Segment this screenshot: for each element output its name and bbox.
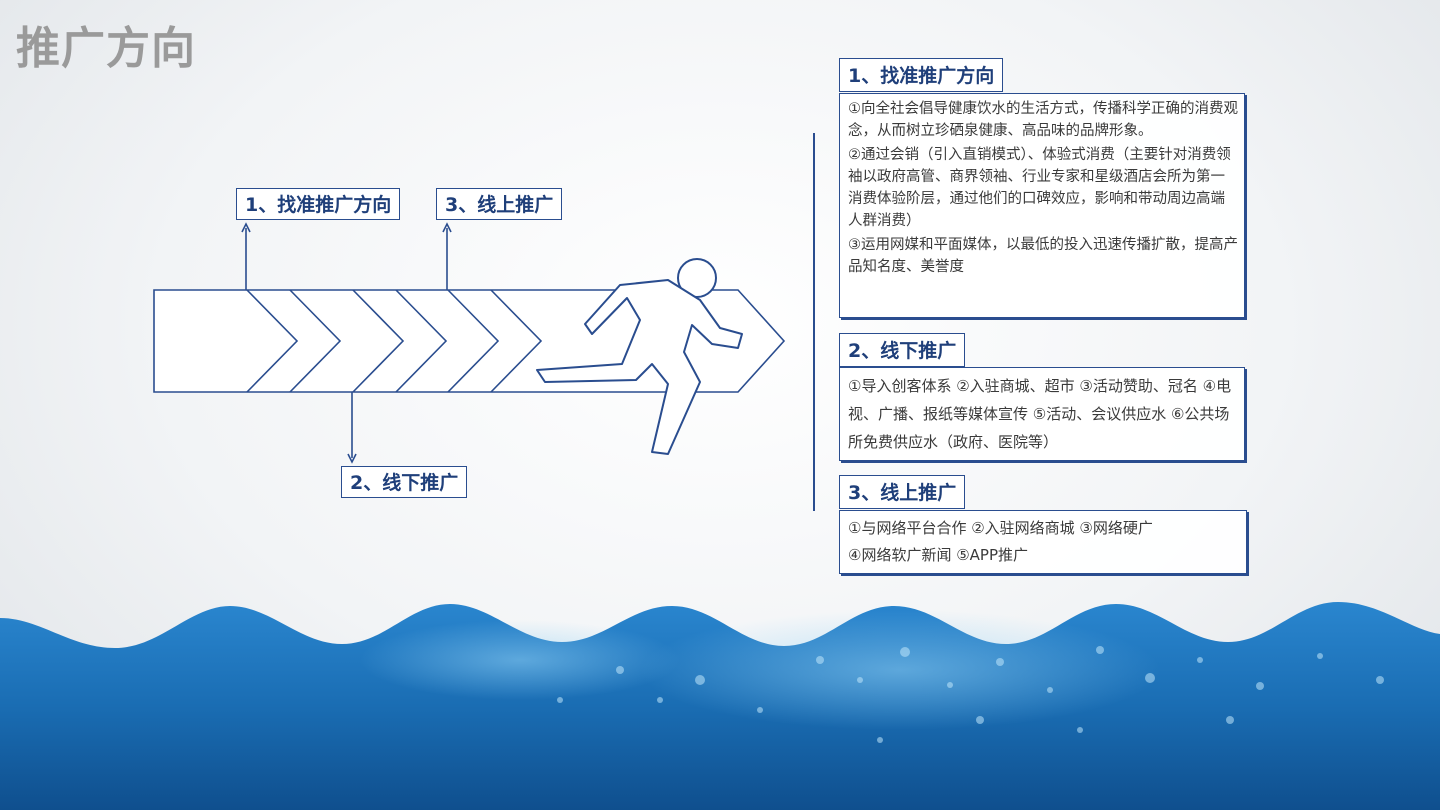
section2-text: ①导入创客体系 ②入驻商城、超市 ③活动赞助、冠名 ④电视、广播、报纸等媒体宣传… [848,377,1232,451]
section1-title: 1、找准推广方向 [839,58,1004,92]
section3-line-2: ④网络软广新闻 ⑤APP推广 [848,546,1029,564]
chevron-1 [246,289,299,393]
divider-line [813,133,815,511]
section1-paragraph-1: ①向全社会倡导健康饮水的生活方式，传播科学正确的消费观念，从而树立珍硒泉健康、高… [848,101,1238,139]
section1-box: ①向全社会倡导健康饮水的生活方式，传播科学正确的消费观念，从而树立珍硒泉健康、高… [839,93,1245,318]
chevron-2 [289,289,342,393]
diagram-label-targeting: 1、找准推广方向 [236,188,401,220]
chevron-4 [395,289,448,393]
section1-paragraph-2: ②通过会销（引入直销模式）、体验式消费（主要针对消费领袖以政府高管、商界领袖、行… [848,147,1231,229]
section3-line-1: ①与网络平台合作 ②入驻网络商城 ③网络硬广 [848,519,1153,537]
water-wave-background [0,602,1440,810]
section2-title: 2、线下推广 [839,333,966,367]
section2-box: ①导入创客体系 ②入驻商城、超市 ③活动赞助、冠名 ④电视、广播、报纸等媒体宣传… [839,367,1245,461]
section3-title: 3、线上推广 [839,475,966,509]
diagram-label-offline: 2、线下推广 [341,466,468,498]
chevron-3 [352,289,405,393]
arrowhead-2 [347,453,357,464]
running-figure-icon [536,258,743,455]
section1-paragraph-3: ③运用网媒和平面媒体，以最低的投入迅速传播扩散，提高产品知名度、美誉度 [848,237,1238,275]
section3-box: ①与网络平台合作 ②入驻网络商城 ③网络硬广 ④网络软广新闻 ⑤APP推广 [839,510,1247,574]
diagram-label-online: 3、线上推广 [436,188,563,220]
chevron-5 [447,289,500,393]
page-title: 推广方向 [16,23,196,74]
chevron-6 [490,289,543,393]
arrowhead-1 [241,222,251,233]
arrowhead-3 [442,222,452,233]
